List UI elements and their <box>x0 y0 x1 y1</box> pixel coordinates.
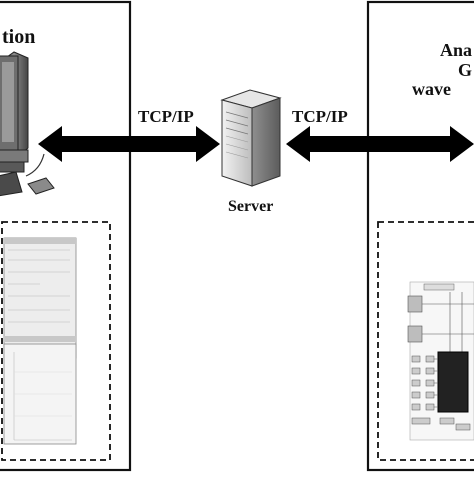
left-panel <box>0 0 132 472</box>
right-link-arrow <box>286 126 474 162</box>
server-label: Server <box>228 198 274 215</box>
server-tower-icon <box>220 89 282 187</box>
software-screenshot <box>3 237 77 445</box>
right-panel-title-line-3: wave <box>412 79 451 99</box>
right-panel-title-line-1: Ana <box>440 40 473 60</box>
left-link-arrow <box>38 126 220 162</box>
left-protocol-label: TCP/IP <box>138 107 194 126</box>
left-panel-border <box>0 0 132 472</box>
desktop-computer-icon <box>0 51 55 197</box>
left-inset-dashed-box <box>1 221 111 461</box>
left-panel-title: tion <box>2 26 36 48</box>
right-protocol-label: TCP/IP <box>292 107 348 126</box>
right-panel <box>366 0 474 472</box>
right-panel-title-line-2: G <box>458 60 473 80</box>
block-diagram-thumbnail <box>407 281 474 441</box>
right-inset-dashed-box <box>377 221 474 461</box>
right-panel-border <box>366 0 474 472</box>
